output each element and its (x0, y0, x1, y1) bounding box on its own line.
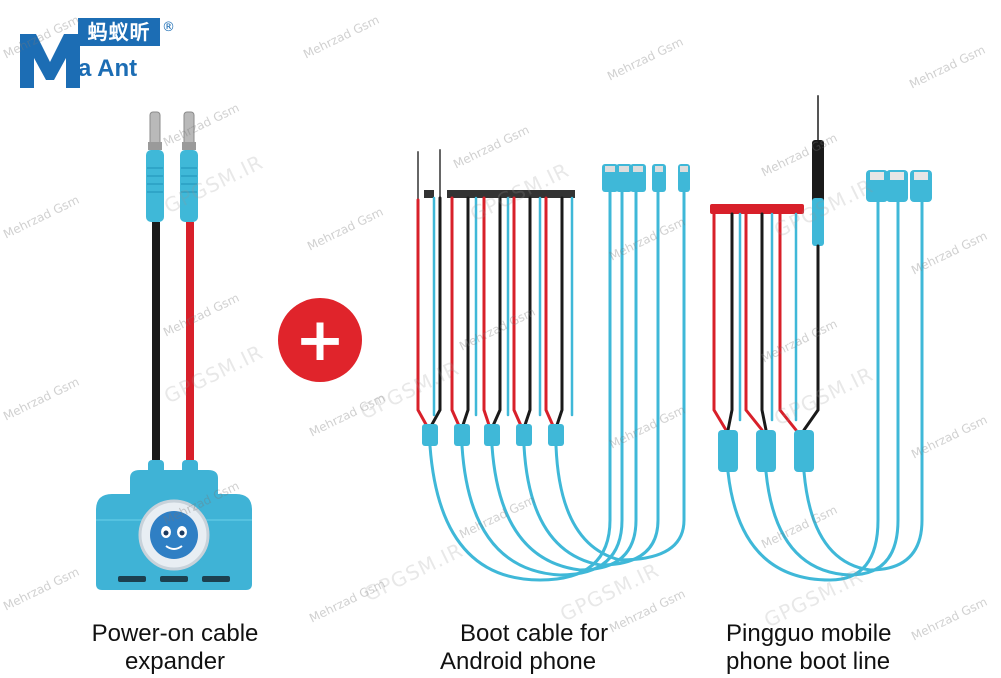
plus-circle (278, 298, 362, 382)
caption-android-line-1: Boot cable for (460, 620, 609, 647)
caption-pingguo-line-1: Pingguo mobile (726, 620, 892, 647)
caption-android: Boot cable for Android phone (440, 620, 670, 676)
caption-pingguo-line-2: phone boot line (726, 648, 891, 675)
android-boot-cable (416, 149, 690, 582)
power-on-cable-expander (96, 111, 252, 590)
caption-pingguo: Pingguo mobile phone boot line (726, 620, 946, 676)
caption-expander-line-2: expander (124, 648, 226, 675)
caption-expander-line-1: Power-on cable (91, 620, 259, 647)
logo-english-text: a Ant (78, 55, 138, 82)
logo-mark (20, 34, 80, 88)
pingguo-boot-line (710, 95, 932, 582)
plus-icon: + (294, 305, 346, 375)
caption-expander: Power-on cable expander (50, 620, 300, 676)
registered-mark: ® (162, 20, 175, 35)
caption-android-line-2: Android phone (440, 648, 597, 675)
logo-chinese-text: 蚂蚁昕 (78, 18, 160, 46)
